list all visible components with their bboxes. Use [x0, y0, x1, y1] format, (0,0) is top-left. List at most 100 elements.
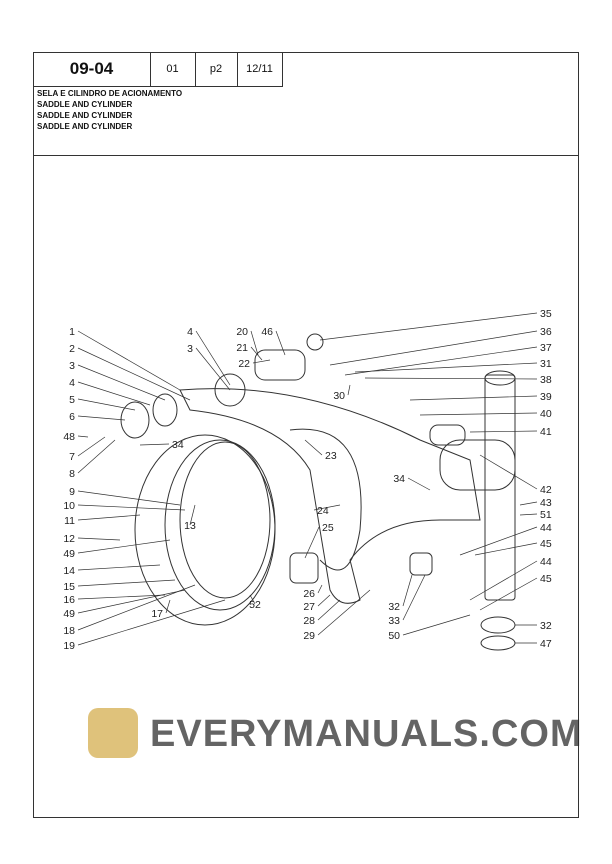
watermark-logo: [88, 708, 138, 758]
page-frame: [33, 52, 579, 818]
callout-50: 50: [388, 630, 400, 642]
leader-line-39: [409, 395, 538, 401]
callout-25: 25: [322, 522, 334, 534]
callout-44: 44: [540, 556, 552, 568]
leader-line-43: [519, 501, 538, 506]
leader-line-22: [252, 359, 271, 364]
callout-5: 5: [69, 394, 75, 406]
leader-lines: [77, 312, 538, 646]
leader-line-16: [77, 594, 166, 600]
leader-line-7: [77, 436, 106, 457]
leader-line-30: [347, 384, 351, 396]
leader-line-36: [329, 330, 538, 366]
leader-line-10: [77, 504, 186, 511]
leader-line-48: [77, 435, 89, 438]
callout-labels: 1234564878910111249141516491819353637313…: [63, 308, 552, 652]
callout-38: 38: [540, 374, 552, 386]
leader-line-32: [402, 574, 413, 607]
leader-line-19: [77, 599, 226, 646]
block: [289, 552, 319, 584]
callout-28: 28: [303, 615, 315, 627]
callout-45: 45: [540, 573, 552, 585]
leader-line-45: [479, 577, 538, 611]
leader-line-35: [319, 312, 538, 341]
leader-line-11: [77, 514, 141, 521]
leader-line-25: [304, 526, 320, 559]
callout-49: 49: [63, 548, 75, 560]
callout-4: 4: [187, 326, 193, 338]
callout-32: 32: [388, 601, 400, 613]
leader-line-34: [407, 477, 431, 491]
cap: [306, 333, 324, 351]
callout-40: 40: [540, 408, 552, 420]
leader-line-1: [77, 330, 181, 391]
callout-14: 14: [63, 565, 75, 577]
actuating-cylinder: [484, 374, 516, 601]
section-code: 09-04: [33, 52, 151, 87]
leader-line-29: [317, 589, 371, 636]
callout-42: 42: [540, 484, 552, 496]
callout-10: 10: [63, 500, 75, 512]
callout-6: 6: [69, 411, 75, 423]
leader-line-23: [304, 439, 323, 456]
callout-52: 52: [249, 599, 261, 611]
leader-line-24: [313, 504, 341, 511]
callout-36: 36: [540, 326, 552, 338]
callout-35: 35: [540, 308, 552, 320]
callout-24: 24: [317, 505, 329, 517]
leader-line-50: [402, 614, 471, 636]
leader-line-40: [419, 412, 538, 416]
bushing: [120, 401, 150, 439]
leader-line-3: [195, 347, 231, 391]
callout-2: 2: [69, 343, 75, 355]
title-en-2: SADDLE AND CYLINDER: [37, 111, 133, 120]
leader-line-46: [275, 330, 286, 356]
leader-line-5: [77, 398, 136, 411]
callout-18: 18: [63, 625, 75, 637]
callout-23: 23: [325, 450, 337, 462]
leader-line-44: [459, 526, 538, 556]
callout-3: 3: [187, 343, 193, 355]
callout-43: 43: [540, 497, 552, 509]
leader-line-34: [139, 443, 170, 446]
leader-line-31: [354, 362, 538, 373]
leader-line-14: [77, 564, 161, 571]
leader-line-2: [77, 347, 191, 401]
callout-34: 34: [393, 473, 405, 485]
callout-13: 13: [184, 520, 196, 532]
callout-34: 34: [172, 439, 184, 451]
callout-7: 7: [69, 451, 75, 463]
plate-2: [480, 635, 516, 651]
date: 12/11: [237, 52, 283, 87]
leader-line-9: [77, 490, 181, 506]
leader-line-6: [77, 415, 126, 421]
page-number: p2: [195, 52, 238, 87]
callout-49: 49: [63, 608, 75, 620]
leader-line-21: [250, 346, 263, 361]
parts-drawing: [120, 333, 516, 651]
title-en: SADDLE AND CYLINDER: [37, 100, 133, 109]
leader-line-28: [317, 599, 341, 621]
pivot-cylinder: [254, 349, 306, 381]
callout-27: 27: [303, 601, 315, 613]
leader-line-33: [402, 574, 426, 621]
callout-19: 19: [63, 640, 75, 652]
callout-39: 39: [540, 391, 552, 403]
callout-51: 51: [540, 509, 552, 521]
cylinder-cap: [484, 370, 516, 386]
callout-3: 3: [69, 360, 75, 372]
title-block: SELA E CILINDRO DE ACIONAMENTO SADDLE AN…: [33, 86, 579, 156]
revision: 01: [150, 52, 196, 87]
leader-line-17: [165, 599, 171, 614]
callout-37: 37: [540, 342, 552, 354]
leader-line-15: [77, 579, 176, 587]
callout-31: 31: [540, 358, 552, 370]
callout-32: 32: [540, 620, 552, 632]
callout-4: 4: [69, 377, 75, 389]
leader-line-18: [77, 584, 196, 631]
callout-22: 22: [238, 358, 250, 370]
callout-15: 15: [63, 581, 75, 593]
callout-1: 1: [69, 326, 75, 338]
